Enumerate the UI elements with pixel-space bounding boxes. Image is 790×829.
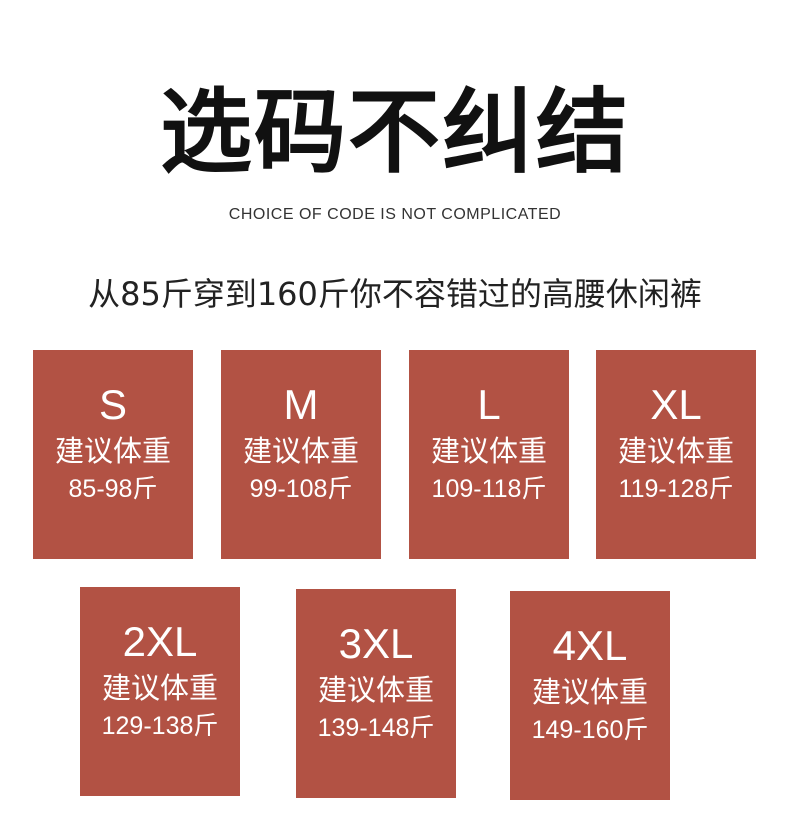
size-card-2xl: 2XL 建议体重 129-138斤 (80, 587, 240, 796)
size-card-s: S 建议体重 85-98斤 (33, 350, 193, 559)
page-subtitle: CHOICE OF CODE IS NOT COMPLICATED (228, 206, 562, 223)
weight-range: 109-118斤 (431, 475, 547, 503)
weight-range: 119-128斤 (618, 475, 734, 503)
size-card-xl: XL 建议体重 119-128斤 (596, 350, 756, 559)
weight-label: 建议体重 (317, 673, 434, 707)
weight-label: 建议体重 (101, 671, 218, 705)
size-code: 4XL (552, 622, 628, 669)
weight-range: 149-160斤 (531, 716, 649, 744)
weight-label: 建议体重 (54, 434, 171, 468)
weight-range: 139-148斤 (317, 714, 435, 742)
size-code: L (477, 381, 501, 428)
size-card-4xl: 4XL 建议体重 149-160斤 (510, 591, 670, 800)
size-code: M (283, 381, 319, 428)
weight-range: 85-98斤 (68, 475, 158, 503)
size-card-3xl: 3XL 建议体重 139-148斤 (296, 589, 456, 798)
size-code: XL (650, 381, 702, 428)
weight-label: 建议体重 (617, 434, 734, 468)
weight-label: 建议体重 (242, 434, 359, 468)
size-code: S (98, 381, 127, 428)
weight-label: 建议体重 (430, 434, 547, 468)
tagline: 从85斤穿到160斤你不容错过的高腰休闲裤 (88, 275, 702, 313)
weight-label: 建议体重 (531, 675, 648, 709)
weight-range: 129-138斤 (101, 712, 219, 740)
weight-range: 99-108斤 (249, 475, 353, 503)
page-title: 选码不纠结 (159, 79, 630, 186)
size-card-l: L 建议体重 109-118斤 (409, 350, 569, 559)
size-code: 2XL (122, 618, 198, 665)
size-card-m: M 建议体重 99-108斤 (221, 350, 381, 559)
size-code: 3XL (338, 620, 414, 667)
